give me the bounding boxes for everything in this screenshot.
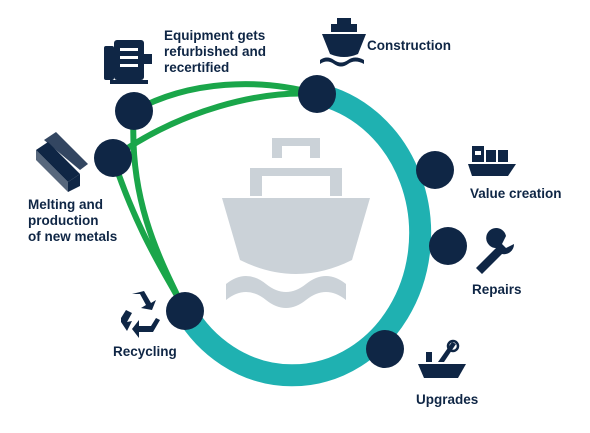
node-repairs [429, 227, 467, 265]
node-recycling [166, 292, 204, 330]
cargo-ship-icon [468, 146, 516, 176]
label-recycling: Recycling [113, 344, 177, 359]
node-upgrades [366, 330, 404, 368]
ship-icon [320, 18, 366, 67]
node-melting [94, 139, 132, 177]
label-construction: Construction [367, 38, 451, 53]
node-value-creation [416, 151, 454, 189]
label-melting: Melting and production of new metals [28, 197, 118, 244]
label-repairs: Repairs [472, 282, 522, 297]
wrench-icon [476, 228, 515, 274]
label-upgrades: Upgrades [416, 392, 479, 407]
label-value-creation: Value creation [470, 186, 562, 201]
node-equipment [115, 92, 153, 130]
crane-ship-icon [418, 339, 466, 378]
label-equipment: Equipment gets refurbished and recertifi… [164, 28, 267, 75]
metal-bars-icon [36, 132, 88, 192]
recycle-icon [121, 291, 160, 338]
node-construction [298, 75, 336, 113]
large-ship-icon [222, 138, 370, 308]
teal-loop [174, 83, 432, 387]
node-dots [94, 75, 467, 368]
motor-icon [104, 40, 152, 84]
